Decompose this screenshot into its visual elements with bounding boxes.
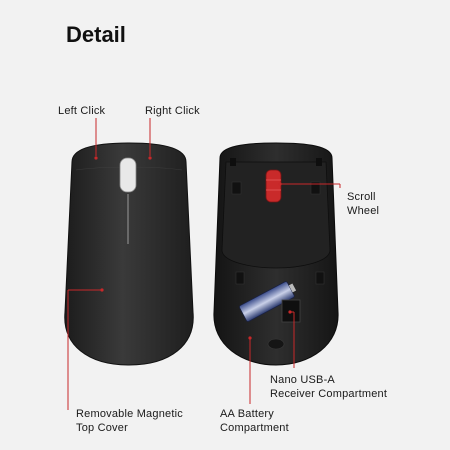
battery-label-line2: Compartment [220, 422, 289, 434]
scroll-wheel-label: Scroll Wheel [347, 190, 379, 218]
top-scroll-wheel [119, 157, 137, 193]
nano-receiver-label: Nano USB-A Receiver Compartment [270, 373, 387, 401]
top-cover-label: Removable Magnetic Top Cover [76, 407, 183, 435]
right-click-label: Right Click [145, 105, 200, 117]
page-title: Detail [66, 22, 126, 47]
callouts [67, 118, 341, 410]
battery-label: AA Battery Compartment [220, 407, 289, 435]
mouse-top-view [64, 142, 194, 366]
aa-battery [239, 281, 297, 322]
nano-receiver-label-line1: Nano USB-A [270, 374, 335, 386]
left-click-label: Left Click [58, 105, 106, 117]
top-cover-label-line1: Removable Magnetic [76, 408, 183, 420]
top-cover-label-line2: Top Cover [76, 422, 128, 434]
nano-receiver-label-line2: Receiver Compartment [270, 388, 388, 400]
mouse-bottom-view [213, 142, 339, 366]
battery-label-line1: AA Battery [220, 408, 274, 420]
scroll-wheel-label-line1: Scroll [347, 191, 376, 203]
scroll-wheel-label-line2: Wheel [347, 205, 380, 217]
bottom-scroll-wheel [265, 169, 282, 203]
